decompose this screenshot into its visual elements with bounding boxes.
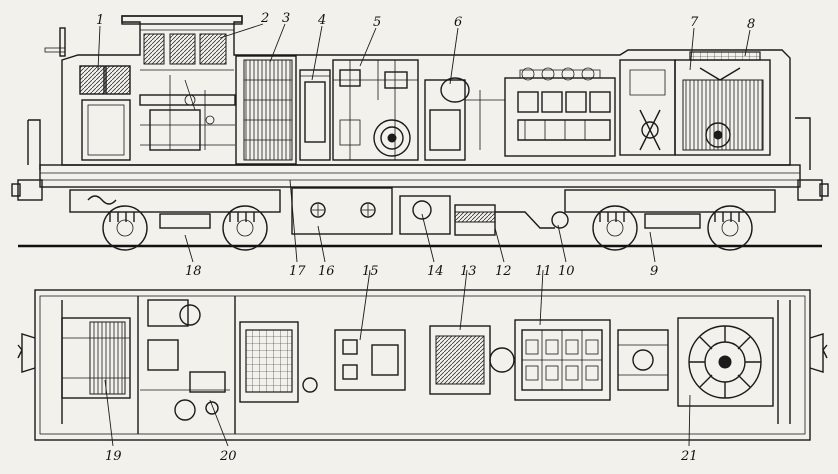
plan-generator-13 xyxy=(429,325,515,395)
transmission xyxy=(399,195,555,236)
front-bogie xyxy=(551,189,776,251)
callout-17: 17 xyxy=(289,264,306,279)
callout-9: 9 xyxy=(650,264,658,279)
plan-unit-19 xyxy=(61,317,131,399)
callout-15: 15 xyxy=(362,264,379,279)
plan-radiator xyxy=(239,321,299,403)
leader-lines xyxy=(97,23,751,447)
callout-2: 2 xyxy=(260,11,269,26)
front-coupler xyxy=(809,333,828,373)
cab-roof xyxy=(121,15,243,25)
callout-8: 8 xyxy=(747,17,755,32)
cab-front-windows xyxy=(79,65,131,95)
callout-14: 14 xyxy=(427,264,444,279)
cooling-unit-7 xyxy=(619,59,676,156)
side-elevation xyxy=(11,15,829,251)
diesel-engine xyxy=(504,67,616,157)
front-handrail xyxy=(795,117,811,170)
callout-21: 21 xyxy=(680,449,698,464)
plan-fan-21 xyxy=(677,317,774,407)
rear-bogie xyxy=(69,189,281,251)
callout-16: 16 xyxy=(318,264,335,279)
plan-view xyxy=(17,289,828,441)
rear-coupler xyxy=(17,333,36,373)
plan-outline xyxy=(34,289,811,441)
plan-engine-11 xyxy=(514,319,611,401)
callout-10: 10 xyxy=(558,264,575,279)
equipment-4 xyxy=(299,69,331,161)
callout-20: 20 xyxy=(219,449,237,464)
plan-auxiliary xyxy=(617,329,669,391)
equipment-5 xyxy=(332,59,419,161)
exhaust-stack xyxy=(59,27,66,57)
radiator-section xyxy=(235,55,297,165)
callout-4: 4 xyxy=(317,13,326,28)
callout-18: 18 xyxy=(185,264,202,279)
rear-buffer xyxy=(17,179,43,201)
callout-6: 6 xyxy=(454,15,462,30)
rear-handrail xyxy=(27,119,41,170)
plan-cab xyxy=(140,299,230,421)
equipment-6 xyxy=(424,77,505,161)
callout-13: 13 xyxy=(460,264,477,279)
radiator-8 xyxy=(674,51,771,156)
callout-19: 19 xyxy=(105,449,122,464)
callout-7: 7 xyxy=(690,15,699,30)
callout-11: 11 xyxy=(535,264,552,279)
cab-interior xyxy=(81,75,236,161)
callout-3: 3 xyxy=(282,11,290,26)
callout-labels: 1 2 3 4 5 6 7 8 9 10 11 12 13 14 15 16 1… xyxy=(96,11,755,464)
callout-1: 1 xyxy=(96,13,104,28)
callout-12: 12 xyxy=(495,264,512,279)
main-frame xyxy=(39,164,801,188)
cab-side-windows xyxy=(140,29,234,71)
front-buffer xyxy=(797,179,823,201)
plan-module-15 xyxy=(302,329,406,393)
callout-5: 5 xyxy=(373,15,381,30)
fuel-tank xyxy=(291,187,393,235)
